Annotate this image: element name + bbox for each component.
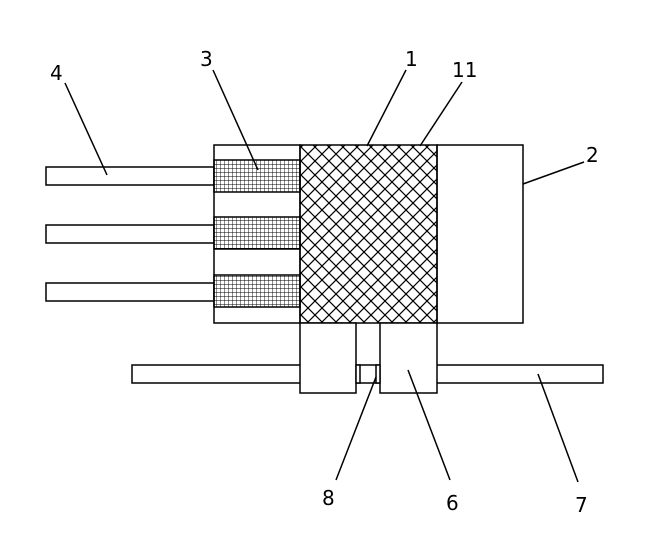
contact-left: [355, 364, 361, 384]
label-1: 1: [405, 47, 418, 71]
label-7: 7: [575, 493, 588, 517]
leader-2: [522, 161, 585, 185]
rod-top: [45, 166, 215, 186]
label-8: 8: [322, 486, 335, 510]
bottom-rail: [131, 364, 604, 384]
rod-bottom: [45, 282, 215, 302]
rod-middle: [45, 224, 215, 244]
contact-right: [375, 364, 381, 384]
leader-1: [366, 69, 407, 147]
clamp-right: [379, 322, 438, 394]
label-4: 4: [50, 61, 63, 85]
leader-4: [64, 82, 108, 176]
housing-right-section: [436, 144, 524, 324]
label-3: 3: [200, 47, 213, 71]
leader-8: [335, 376, 377, 481]
label-2: 2: [586, 143, 599, 167]
coil-bottom: [213, 274, 301, 308]
label-11: 11: [452, 58, 477, 82]
core-block: [299, 144, 438, 324]
coil-middle: [213, 216, 301, 250]
leader-6: [407, 369, 451, 481]
leader-11: [419, 81, 463, 147]
leader-3: [212, 69, 259, 171]
coil-top: [213, 159, 301, 193]
label-6: 6: [446, 491, 459, 515]
clamp-left: [299, 322, 357, 394]
leader-7: [537, 373, 579, 483]
